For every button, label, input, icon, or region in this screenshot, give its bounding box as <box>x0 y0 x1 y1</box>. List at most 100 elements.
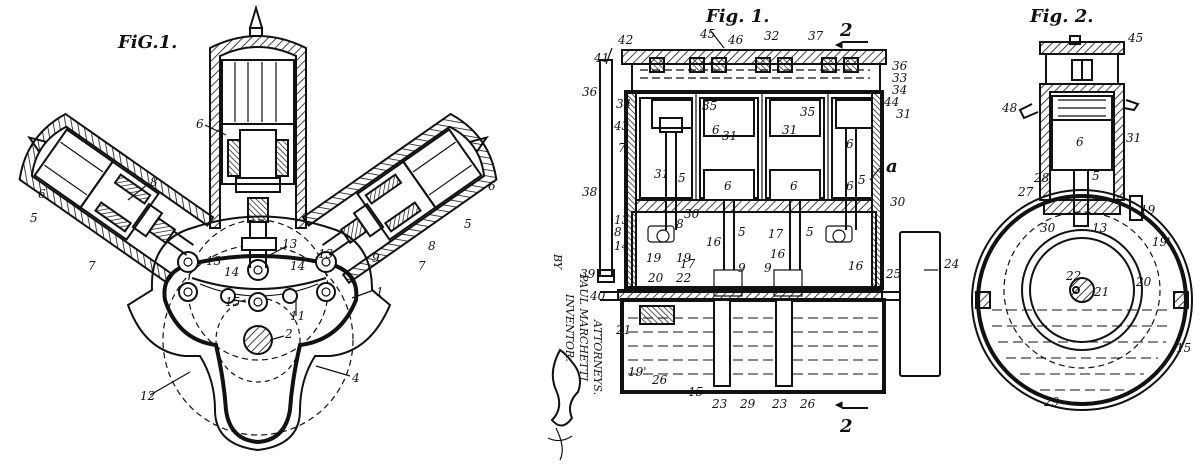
label: 35 <box>702 99 717 113</box>
figure-2-title: Fig. 2. <box>1029 6 1094 27</box>
label: 40 <box>589 289 606 303</box>
label: 27 <box>1017 185 1034 199</box>
figure-1-v-engine: FiG.1. <box>18 4 498 452</box>
label: 12 <box>140 389 155 403</box>
label: 32 <box>764 29 779 43</box>
label: 13 <box>318 247 334 261</box>
label: 14 <box>614 239 629 253</box>
label: 36 <box>892 59 908 73</box>
valve-row <box>649 57 859 73</box>
label: 31 <box>782 123 797 137</box>
label: 25 <box>885 267 901 281</box>
label: 35 <box>800 105 815 119</box>
label: 34 <box>616 97 631 111</box>
inventor-name: PAUL MARCHETTI <box>577 273 590 382</box>
label: 5 <box>858 173 866 187</box>
label: 31 <box>1126 131 1141 145</box>
label: 19' <box>628 365 647 379</box>
label: 8 <box>428 239 436 253</box>
label: 5 <box>1092 169 1100 183</box>
label: 16 <box>770 247 786 261</box>
by-label: BY <box>551 253 564 271</box>
label: 30 <box>684 207 700 221</box>
section-mark-bottom: 2 <box>839 416 853 437</box>
label: 1 <box>376 285 384 299</box>
label: 15 <box>1176 341 1191 355</box>
label: 41 <box>593 51 609 65</box>
label: 16 <box>848 259 864 273</box>
label: 23 <box>711 397 728 411</box>
label: 30 <box>1040 221 1056 235</box>
label: 22 <box>675 271 691 285</box>
label: 31 <box>654 167 669 181</box>
block-divider <box>635 199 873 213</box>
label: 38 <box>582 185 598 199</box>
label: 6 <box>712 123 720 137</box>
inventor-signature-block: BY INVENTOR. PAUL MARCHETTI ATTORNEYS. <box>551 253 604 395</box>
label: 19 <box>1140 203 1156 217</box>
label: 4 <box>351 371 360 385</box>
section-mark-top: 2 <box>839 20 853 41</box>
label: 21 <box>615 323 631 337</box>
label: 15 <box>688 385 703 399</box>
label: 5 <box>464 217 472 231</box>
label: 19 <box>646 251 662 265</box>
crank-circle <box>215 297 301 383</box>
label: 29 <box>1043 395 1060 409</box>
figure-1b-section: Fig. 1. 2 2 <box>580 6 959 437</box>
cylinders <box>639 92 873 200</box>
label: 7 <box>418 259 426 273</box>
label: 17 <box>768 227 784 241</box>
label: 7 <box>618 141 626 155</box>
label: 31 <box>896 107 911 121</box>
figure-2-end-section: Fig. 2. <box>971 6 1193 411</box>
label: 14 <box>290 259 305 273</box>
label: 6 <box>38 187 46 201</box>
fig1b-leader-lines <box>605 29 938 271</box>
label: 13 <box>614 213 630 227</box>
label: 42 <box>617 33 633 47</box>
label: 9 <box>764 261 772 275</box>
inventor-label: INVENTOR. <box>563 293 576 362</box>
label: 31 <box>722 129 737 143</box>
label: 37 <box>808 29 824 43</box>
label: 36 <box>582 85 598 99</box>
label: 8 <box>150 175 158 189</box>
label: 13 <box>282 237 298 251</box>
label: 21 <box>1093 285 1109 299</box>
label: 16 <box>706 235 722 249</box>
label: 43 <box>613 119 630 133</box>
crankcase-wall <box>162 254 359 445</box>
label: 33 <box>892 71 908 85</box>
label: 15 <box>225 295 240 309</box>
label: 46 <box>727 33 744 47</box>
label: 11 <box>290 309 305 323</box>
label: 7 <box>88 259 96 273</box>
label: 29 <box>739 397 756 411</box>
label: 19 <box>676 251 692 265</box>
label: 26 <box>799 397 816 411</box>
label: 5 <box>806 225 814 239</box>
external-pipe <box>599 59 613 277</box>
label: 19' <box>1152 235 1171 249</box>
label: 5 <box>30 211 38 225</box>
label: 8 <box>676 217 684 231</box>
figure-1-title: FiG.1. <box>117 32 177 53</box>
label: 23 <box>771 397 788 411</box>
vertical-cylinder <box>209 4 307 268</box>
pistons <box>651 99 873 201</box>
label: 34 <box>892 83 907 97</box>
label: 2 <box>284 327 293 341</box>
label: 13 <box>1092 221 1108 235</box>
label: 24 <box>943 257 959 271</box>
figure-1b-title: Fig. 1. <box>705 6 770 27</box>
label: 45 <box>1127 31 1143 45</box>
label: 28 <box>1033 171 1050 185</box>
label: 5 <box>678 171 686 185</box>
label: 9 <box>738 261 746 275</box>
label: 20 <box>1135 275 1152 289</box>
flywheel-outline <box>162 244 354 436</box>
label: 8 <box>614 225 622 239</box>
label: 6 <box>1076 135 1084 149</box>
